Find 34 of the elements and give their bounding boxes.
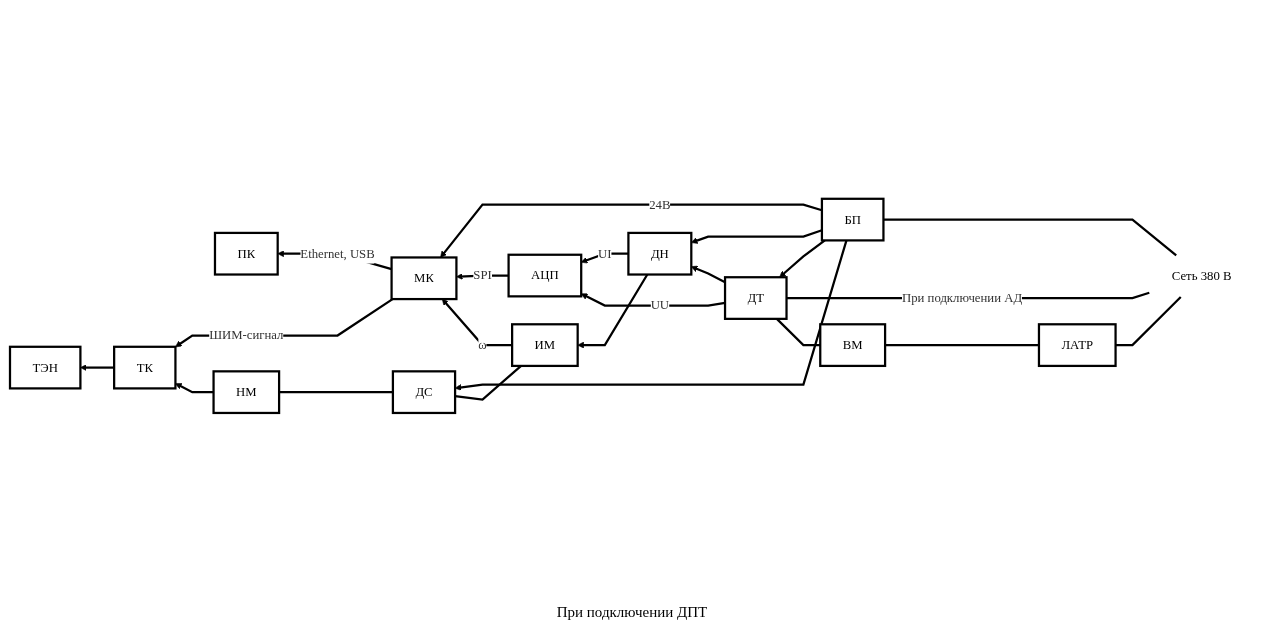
node-box: ПК xyxy=(213,231,279,276)
edge-label: ШИМ-сигнал xyxy=(209,328,284,343)
connector xyxy=(883,218,1177,257)
arrow xyxy=(80,364,115,371)
node-box: ДН xyxy=(627,231,693,276)
edge-label: Ethernet, USB xyxy=(300,246,375,261)
edge-label: ω xyxy=(478,337,487,353)
connector xyxy=(1115,296,1182,347)
node-box: ДТ xyxy=(723,276,788,320)
node-box: НМ xyxy=(212,370,281,415)
arrow xyxy=(175,383,214,394)
arrow xyxy=(779,239,826,278)
node-box: МК xyxy=(390,256,458,301)
node-text: Сеть 380 В xyxy=(1171,268,1232,284)
node-box: ИМ xyxy=(511,323,579,368)
connector xyxy=(885,343,1039,347)
node-box: ВМ xyxy=(819,323,887,368)
arrow xyxy=(580,293,726,307)
node-box: ТК xyxy=(113,345,177,390)
node-box: ДС xyxy=(391,370,457,415)
node-box: БП xyxy=(820,197,885,242)
arrow xyxy=(175,298,394,348)
edge-label: 24В xyxy=(649,197,671,212)
connector xyxy=(776,318,821,347)
note-text: При подключении ДПТ xyxy=(556,604,708,621)
edge-label: UU xyxy=(650,298,670,313)
arrow xyxy=(691,265,726,284)
edge-label: При подключении АД xyxy=(901,290,1023,305)
connector xyxy=(279,391,393,394)
edge-label: SPI xyxy=(473,268,492,283)
node-box: АЦП xyxy=(507,253,583,298)
node-box: ЛАТР xyxy=(1037,323,1117,368)
node-box: ТЭН xyxy=(8,345,82,390)
edge-label: UI xyxy=(598,246,612,261)
